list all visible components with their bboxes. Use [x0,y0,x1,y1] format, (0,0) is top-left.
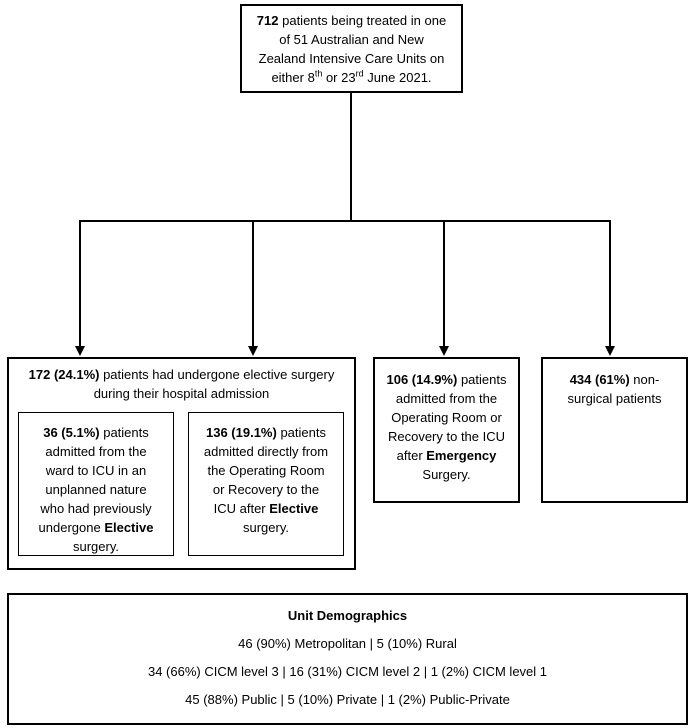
connector-stem-line [350,93,352,220]
connector-branch-line-1 [79,220,81,347]
arrow-down-icon [247,346,258,356]
unit-demographics-box: Unit Demographics 46 (90%) Metropolitan … [7,593,688,725]
connector-branch-line-4 [609,220,611,347]
demographics-location-line: 46 (90%) Metropolitan | 5 (10%) Rural [238,636,457,651]
connector-horizontal-line [79,220,611,222]
demographics-funding-line: 45 (88%) Public | 5 (10%) Private | 1 (2… [185,692,510,707]
arrow-down-icon [604,346,615,356]
non-surgical-text: 434 (61%) non-surgical patients [567,372,662,406]
connector-branch-line-3 [443,220,445,347]
arrow-down-icon [74,346,85,356]
non-surgical-box: 434 (61%) non-surgical patients [541,357,688,503]
elective-surgery-header-text: 172 (24.1%) patients had undergone elect… [28,367,335,401]
connector-branch-line-2 [252,220,254,347]
arrow-down-icon [438,346,449,356]
demographics-cicm-level-line: 34 (66%) CICM level 3 | 16 (31%) CICM le… [147,664,548,679]
unit-demographics-title: Unit Demographics [287,608,408,623]
